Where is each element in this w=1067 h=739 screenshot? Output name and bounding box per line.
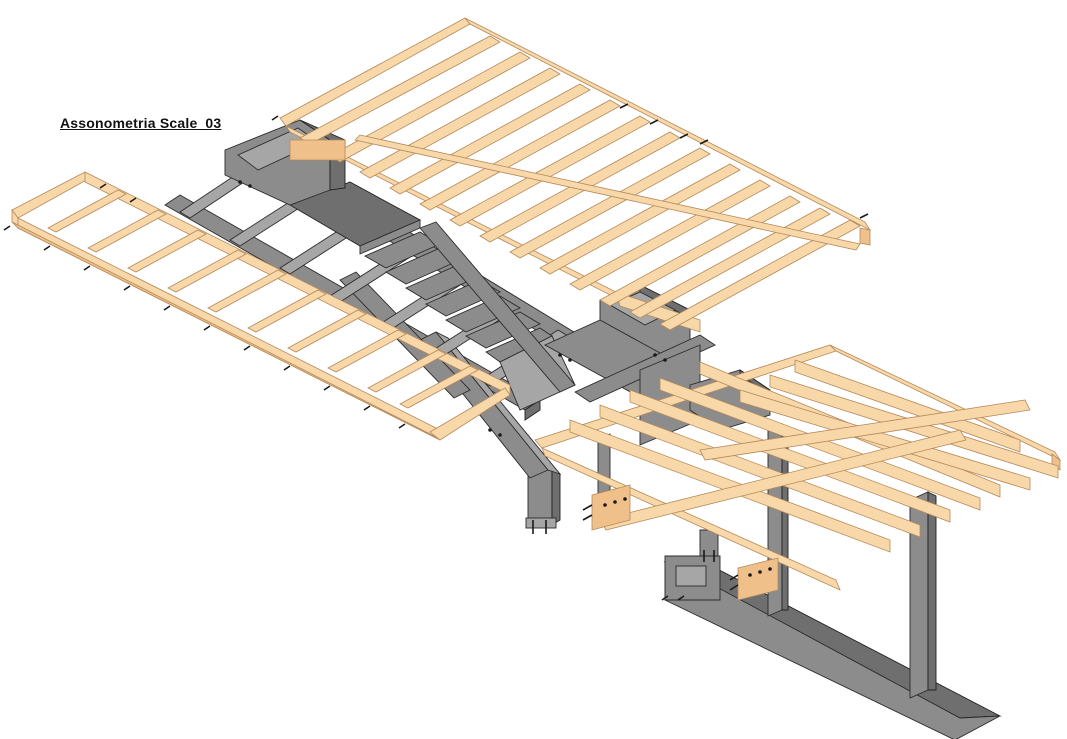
timber-right-joists — [569, 359, 1059, 553]
timber-left-deck — [3, 171, 511, 441]
steel-staircase — [288, 181, 576, 411]
drawing-title: Assonometria Scale_03 — [60, 115, 222, 131]
steel-stringer-frame — [164, 139, 621, 479]
left-deck-bolts — [3, 183, 406, 429]
timber-upper-deck — [271, 17, 872, 333]
upper-deck-bolts — [271, 103, 869, 219]
timber-left-joists — [47, 189, 479, 409]
timber-right-deck — [534, 344, 1062, 601]
right-deck-bolts — [582, 504, 739, 591]
